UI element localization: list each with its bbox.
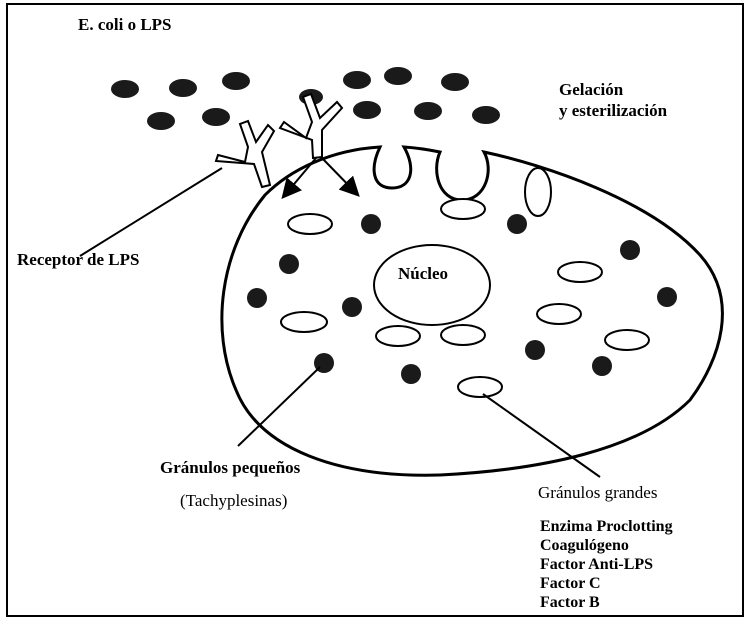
lps-particle [169, 79, 197, 97]
large-granule [441, 325, 485, 345]
small-granule [525, 340, 545, 360]
small-granule [279, 254, 299, 274]
factor-label: Coagulógeno [540, 537, 629, 555]
nucleus-label: Núcleo [398, 264, 448, 284]
lps-particle [343, 71, 371, 89]
small-granule [657, 287, 677, 307]
large-granule [558, 262, 602, 282]
lps-particle [353, 101, 381, 119]
small-granule [401, 364, 421, 384]
factor-label: Enzima Proclotting [540, 518, 673, 536]
factor-label: Factor B [540, 594, 600, 612]
large-granule [458, 377, 502, 397]
large-granule [441, 199, 485, 219]
lps-receptor-right [280, 94, 342, 158]
lps-particle [111, 80, 139, 98]
small-granules-label: Gránulos pequeños [160, 458, 300, 478]
gelation-label-line2: y esterilización [559, 101, 667, 121]
large-granule [525, 168, 551, 216]
tachyplesins-label: (Tachyplesinas) [180, 491, 287, 511]
nucleus [374, 245, 490, 325]
lps-particle [384, 67, 412, 85]
large-granule [537, 304, 581, 324]
large-granule [605, 330, 649, 350]
large-granule [281, 312, 327, 332]
receptor-leader-line [80, 168, 222, 256]
receptor-label: Receptor de LPS [17, 250, 139, 270]
small-granule [361, 214, 381, 234]
lps-particle [202, 108, 230, 126]
small-granule [507, 214, 527, 234]
lps-particle [147, 112, 175, 130]
lps-particle [414, 102, 442, 120]
factor-label: Factor Anti-LPS [540, 556, 653, 574]
small-granule [342, 297, 362, 317]
lps-receptor-left [216, 121, 274, 187]
lps-particle [222, 72, 250, 90]
large-granule [288, 214, 332, 234]
small-granule [592, 356, 612, 376]
lps-particle [441, 73, 469, 91]
gelation-label-line1: Gelación [559, 80, 623, 100]
lps-particle [472, 106, 500, 124]
title-label: E. coli o LPS [78, 15, 172, 35]
factor-label: Factor C [540, 575, 601, 593]
small-granule [620, 240, 640, 260]
small-granule [247, 288, 267, 308]
large-granules-label: Gránulos grandes [538, 483, 657, 503]
large-granule [376, 326, 420, 346]
